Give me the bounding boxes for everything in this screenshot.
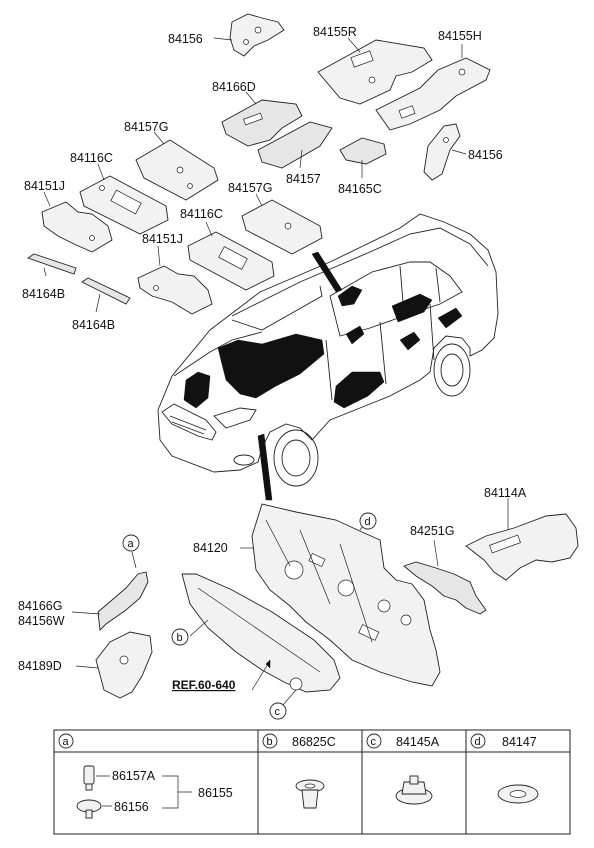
- vehicle-illustration: [157, 213, 499, 501]
- label-84157: 84157: [286, 172, 321, 186]
- part-84116C-a: [79, 163, 169, 235]
- part-84189D: [75, 631, 153, 699]
- label-84164B-b: 84164B: [72, 318, 115, 332]
- part-84157G-b: [241, 193, 323, 255]
- callout-d: d: [359, 512, 377, 531]
- svg-text:REF.60-640: REF.60-640: [172, 678, 236, 692]
- callout-a: a: [122, 534, 140, 569]
- part-84165C: [339, 137, 387, 178]
- legend-c-letter: c: [371, 736, 377, 748]
- label-84155H: 84155H: [438, 29, 482, 43]
- part-84251G: [403, 539, 487, 615]
- svg-text:b: b: [177, 632, 183, 644]
- part-84157G-a: [135, 131, 219, 201]
- label-84165C: 84165C: [338, 182, 382, 196]
- svg-text:d: d: [365, 516, 371, 528]
- legend-d-part: 84147: [502, 735, 537, 749]
- part-84120: [240, 503, 441, 687]
- part-84166G: [71, 571, 149, 631]
- label-84155R: 84155R: [313, 25, 357, 39]
- legend-a-letter: a: [63, 736, 70, 748]
- legend-a-sub2: 86156: [114, 800, 149, 814]
- part-84164B-a: [26, 253, 77, 277]
- label-84189D: 84189D: [18, 659, 62, 673]
- label-84120: 84120: [193, 541, 228, 555]
- label-84166D: 84166D: [212, 80, 256, 94]
- part-84166D: [221, 91, 303, 147]
- label-84116C-a: 84116C: [70, 151, 113, 165]
- ref-60-640: REF.60-640: [172, 659, 271, 692]
- label-84151J-a: 84151J: [24, 179, 65, 193]
- part-84155H: [375, 44, 491, 131]
- svg-text:c: c: [275, 706, 281, 718]
- part-84114A: [465, 498, 579, 581]
- label-84164B-a: 84164B: [22, 287, 65, 301]
- legend-a-sub1: 86157A: [112, 769, 156, 783]
- legend-b-part: 86825C: [292, 735, 336, 749]
- label-84157G-b: 84157G: [228, 181, 272, 195]
- legend-d-washer: [497, 784, 539, 804]
- label-84156-top: 84156: [168, 32, 203, 46]
- label-84151J-b: 84151J: [142, 232, 183, 246]
- label-84157G-a: 84157G: [124, 120, 168, 134]
- part-84155R: [317, 37, 433, 105]
- legend-b-clip: [295, 779, 325, 809]
- label-84156-right: 84156: [468, 148, 503, 162]
- part-84151J-a: [41, 191, 113, 253]
- label-84114A: 84114A: [484, 486, 527, 500]
- part-84164B-b: [81, 277, 131, 313]
- label-84251G: 84251G: [410, 524, 454, 538]
- part-84116C-b: [187, 221, 275, 291]
- part-84157: [257, 121, 333, 169]
- legend-a-group: 86155: [198, 786, 233, 800]
- legend-d-letter: d: [475, 736, 481, 748]
- label-84116C-b: 84116C: [180, 207, 223, 221]
- part-84156-right: [423, 123, 467, 181]
- callout-b: b: [171, 619, 209, 646]
- legend-a-clip: [76, 765, 192, 819]
- part-84156-top: [213, 13, 285, 57]
- part-84151J-b: [137, 245, 213, 315]
- part-cowl-panel: [181, 573, 341, 693]
- label-84166G: 84166G: [18, 599, 62, 613]
- legend-table: a b 86825C c 84145A d 84147 86157A 86156…: [53, 729, 571, 835]
- svg-text:a: a: [128, 538, 135, 550]
- label-84156W: 84156W: [18, 614, 65, 628]
- legend-c-part: 84145A: [396, 735, 440, 749]
- legend-c-nut: [395, 775, 433, 805]
- callout-c: c: [269, 689, 297, 720]
- legend-b-letter: b: [267, 736, 273, 748]
